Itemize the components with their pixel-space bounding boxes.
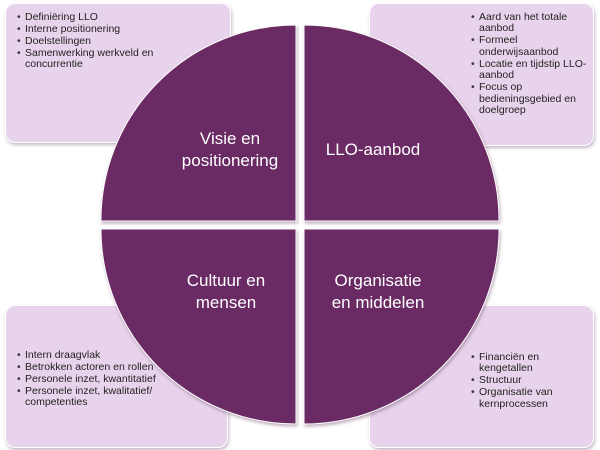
list-item: Personele inzet, kwantitatief	[17, 373, 187, 386]
list-item: Personele inzet, kwalitatief/ competenti…	[17, 385, 187, 409]
quadrant-top-right	[303, 24, 500, 222]
list-item: Doelstellingen	[17, 35, 167, 48]
list-organisatie-middelen: Financiën en kengetallenStructuurOrganis…	[471, 351, 589, 411]
quadrant-title-llo-aanbod: LLO-aanbod	[325, 140, 421, 159]
list-llo-aanbod: Aard van het totale aanbodFormeel onderw…	[471, 11, 589, 117]
list-item: Organisatie van kernprocessen	[471, 387, 589, 410]
quadrant-top-left	[100, 24, 297, 222]
list-item: Structuur	[471, 374, 589, 387]
list-item: Interne positionering	[17, 23, 167, 36]
list-visie-positionering: Definiëring LLOInterne positioneringDoel…	[17, 11, 167, 71]
list-item: Samenwerking werkveld en concurrentie	[17, 47, 167, 71]
list-item: Focus op bedieningsgebied en doelgroep	[471, 81, 589, 116]
list-item: Definiëring LLO	[17, 11, 167, 24]
list-item: Aard van het totale aanbod	[471, 11, 589, 35]
list-item: Intern draagvlak	[17, 349, 187, 362]
list-item: Locatie en tijdstip LLO-aanbod	[471, 58, 589, 82]
list-item: Formeel onderwijsaanbod	[471, 35, 589, 58]
list-item: Financiën en kengetallen	[471, 351, 589, 375]
quadrant-bottom-left	[100, 228, 297, 425]
list-cultuur-mensen: Intern draagvlakBetrokken actoren en rol…	[17, 349, 187, 409]
list-item: Betrokken actoren en rollen	[17, 361, 187, 374]
quadrant-bottom-right	[303, 228, 500, 425]
